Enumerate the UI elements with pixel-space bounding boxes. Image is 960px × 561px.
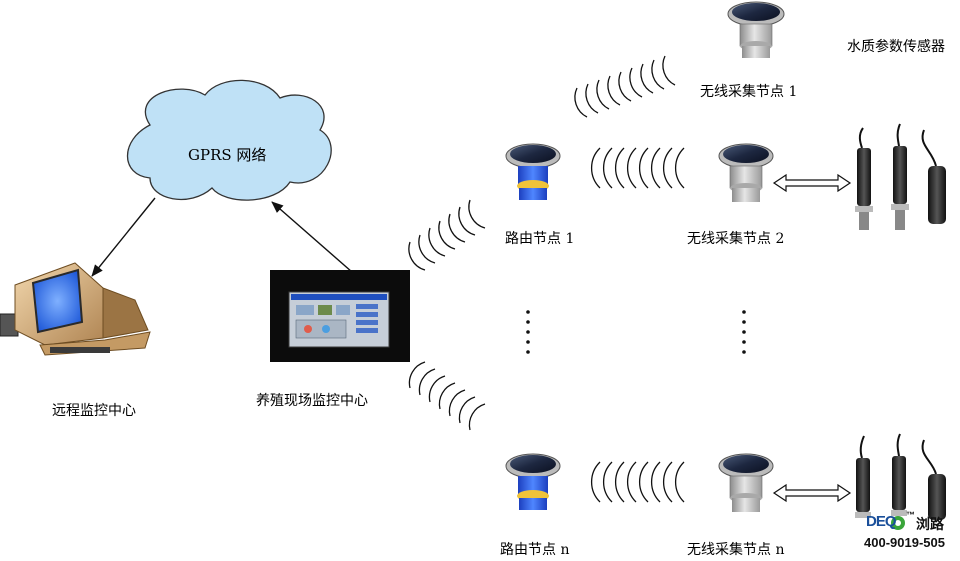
arrow-cloud-to-remote	[91, 197, 156, 277]
logo-tm: ™	[906, 510, 915, 520]
vertical-ellipsis-collectors	[742, 310, 746, 354]
wave-signal-n	[591, 461, 685, 503]
arrow-onsite-to-cloud	[271, 201, 353, 273]
logo-letters: DEQ	[866, 513, 896, 530]
router-n-label: 路由节点 n	[500, 542, 570, 558]
logo-phone: 400-9019-505	[864, 535, 945, 550]
wave-signal-router-n	[408, 361, 486, 431]
onsite-touchscreen-icon	[270, 270, 410, 362]
router-node-n-icon	[505, 453, 561, 510]
collector-node-1-icon	[727, 1, 785, 58]
logo-name: 浏路	[916, 516, 944, 532]
router-1-label: 路由节点 1	[505, 231, 575, 247]
collector-1-label: 无线采集节点 1	[700, 84, 798, 100]
wave-signal-2	[591, 147, 685, 189]
collector-node-n-icon	[718, 453, 774, 512]
cloud-label: GPRS 网络	[188, 146, 267, 164]
router-node-1-icon	[505, 143, 561, 200]
vertical-ellipsis-routers	[526, 310, 530, 354]
wave-signal-1	[574, 55, 676, 118]
wave-signal-router1	[408, 199, 486, 271]
sensor-probes-upper-icon	[855, 123, 946, 230]
double-arrow-n	[772, 483, 852, 503]
remote-computer-icon	[0, 262, 151, 356]
collector-n-label: 无线采集节点 n	[687, 542, 785, 558]
remote-center-label: 远程监控中心	[52, 403, 136, 419]
double-arrow-2	[772, 173, 852, 193]
logo-mark-icon	[891, 516, 905, 530]
gprs-cloud	[126, 79, 332, 201]
collector-node-2-icon	[718, 143, 774, 202]
sensor-probes-lower-icon	[855, 433, 946, 520]
onsite-center-label: 养殖现场监控中心	[256, 393, 368, 409]
sensors-label: 水质参数传感器	[847, 39, 945, 55]
collector-2-label: 无线采集节点 2	[687, 231, 785, 247]
